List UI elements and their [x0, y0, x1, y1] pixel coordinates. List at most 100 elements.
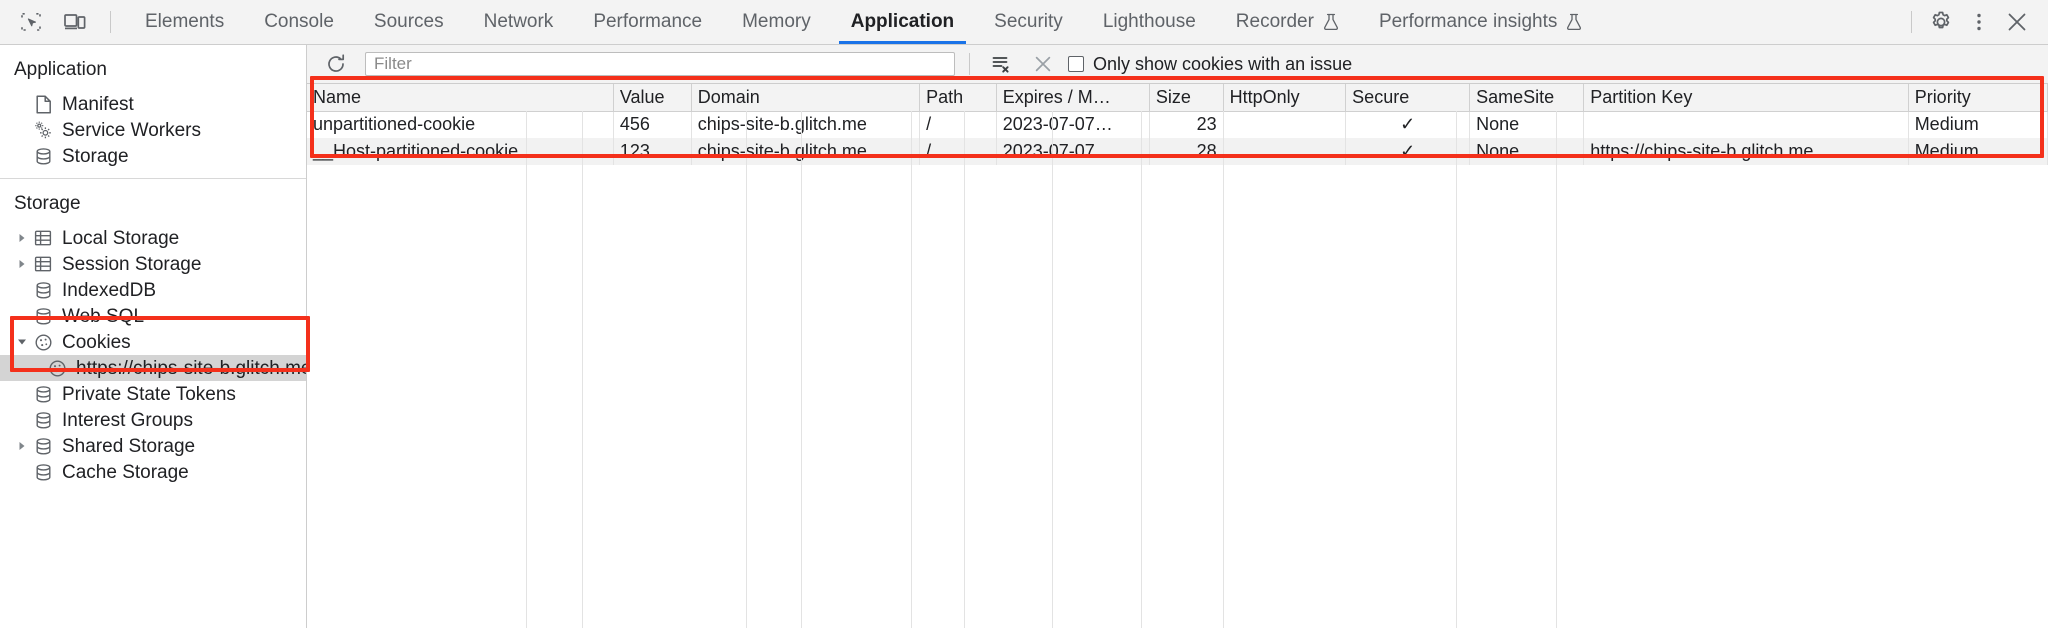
- sidebar-item-storage[interactable]: Storage: [0, 143, 306, 169]
- cookies-toolbar: Filter Only show cookies with an issue: [307, 45, 2048, 84]
- tab-performance-insights[interactable]: Performance insights: [1359, 0, 1602, 44]
- table-icon: [32, 229, 54, 247]
- tab-label: Lighthouse: [1102, 11, 1196, 32]
- cell-expires: 2023-07-07…: [996, 138, 1150, 165]
- chevron-down-icon[interactable]: [14, 338, 30, 347]
- cell-name: __Host-partitioned-cookie: [307, 138, 614, 165]
- column-header-size[interactable]: Size: [1149, 84, 1224, 112]
- tab-security[interactable]: Security: [974, 0, 1083, 44]
- cell-samesite: None: [1469, 138, 1585, 165]
- document-icon: [32, 95, 54, 114]
- cell-value: 123: [613, 138, 692, 165]
- sidebar-item-interest-groups[interactable]: Interest Groups: [0, 407, 306, 433]
- database-icon: [32, 281, 54, 300]
- tab-label: Security: [994, 11, 1063, 32]
- checkbox-label: Only show cookies with an issue: [1093, 53, 1353, 74]
- tab-lighthouse[interactable]: Lighthouse: [1083, 0, 1216, 44]
- column-header-path[interactable]: Path: [919, 84, 997, 112]
- column-header-priority[interactable]: Priority: [1908, 84, 2048, 112]
- tab-application[interactable]: Application: [831, 0, 974, 44]
- close-icon[interactable]: [2000, 5, 2034, 39]
- clear-all-cookies-icon[interactable]: [984, 47, 1018, 81]
- cell-name: unpartitioned-cookie: [307, 111, 614, 138]
- cell-partition-key: [1583, 111, 1909, 138]
- gear-icon[interactable]: [1924, 5, 1958, 39]
- chevron-right-icon[interactable]: [14, 233, 30, 243]
- table-header-row: Name Value Domain Path Expires / M… Size…: [307, 84, 2048, 112]
- sidebar-item-label: Storage: [62, 145, 129, 167]
- sidebar-item-label: https://chips-site-b.glitch.me: [76, 357, 307, 379]
- sidebar-section-title: Storage: [14, 193, 81, 214]
- sidebar-item-session-storage[interactable]: Session Storage: [0, 251, 306, 277]
- sidebar-item-label: Session Storage: [62, 253, 202, 275]
- column-header-expires[interactable]: Expires / M…: [996, 84, 1150, 112]
- tabbar-tools: [0, 0, 125, 44]
- sidebar-section-storage: Storage Local Storage Session Storage: [0, 178, 306, 494]
- sidebar-item-indexeddb[interactable]: IndexedDB: [0, 277, 306, 303]
- sidebar-item-label: Shared Storage: [62, 435, 196, 457]
- database-icon: [32, 437, 54, 456]
- database-icon: [32, 385, 54, 404]
- cell-domain: chips-site-b.glitch.me: [691, 138, 921, 165]
- tab-sources[interactable]: Sources: [354, 0, 464, 44]
- sidebar-item-private-state-tokens[interactable]: Private State Tokens: [0, 381, 306, 407]
- cell-samesite: None: [1469, 111, 1585, 138]
- column-header-partition-key[interactable]: Partition Key: [1583, 84, 1909, 112]
- tab-performance[interactable]: Performance: [573, 0, 722, 44]
- tab-recorder[interactable]: Recorder: [1216, 0, 1359, 44]
- sidebar-item-service-workers[interactable]: Service Workers: [0, 117, 306, 143]
- tab-elements[interactable]: Elements: [125, 0, 244, 44]
- sidebar-item-manifest[interactable]: Manifest: [0, 91, 306, 117]
- tab-console[interactable]: Console: [244, 0, 354, 44]
- cell-expires: 2023-07-07…: [996, 111, 1150, 138]
- sidebar-item-cookies[interactable]: Cookies: [0, 329, 306, 355]
- cell-size: 28: [1149, 138, 1224, 165]
- refresh-icon[interactable]: [319, 47, 353, 81]
- column-header-name[interactable]: Name: [307, 84, 614, 112]
- sidebar-item-cache-storage[interactable]: Cache Storage: [0, 459, 306, 485]
- device-toolbar-icon[interactable]: [58, 5, 92, 39]
- sidebar-item-label: Web SQL: [62, 305, 145, 327]
- tab-label: Recorder: [1235, 11, 1314, 32]
- devtools-tabbar: Elements Console Sources Network Perform…: [0, 0, 2048, 45]
- inspect-cursor-icon[interactable]: [14, 5, 48, 39]
- cell-secure: ✓: [1345, 111, 1471, 138]
- sidebar-item-cookie-origin[interactable]: https://chips-site-b.glitch.me: [0, 355, 306, 381]
- cookies-table: Name Value Domain Path Expires / M… Size…: [307, 84, 2048, 165]
- sidebar-item-web-sql[interactable]: Web SQL: [0, 303, 306, 329]
- chevron-right-icon[interactable]: [14, 441, 30, 451]
- clear-filter-icon[interactable]: [1026, 47, 1060, 81]
- chevron-right-icon[interactable]: [14, 259, 30, 269]
- experiment-flask-icon: [1566, 13, 1582, 31]
- sidebar-item-label: Cookies: [62, 331, 131, 353]
- cell-path: /: [919, 138, 997, 165]
- table-row[interactable]: unpartitioned-cookie 456 chips-site-b.gl…: [307, 111, 2048, 138]
- tab-label: Memory: [742, 11, 811, 32]
- database-icon: [32, 147, 54, 166]
- sidebar-item-label: Service Workers: [62, 119, 202, 141]
- table-row[interactable]: __Host-partitioned-cookie 123 chips-site…: [307, 138, 2048, 165]
- column-header-httponly[interactable]: HttpOnly: [1223, 84, 1347, 112]
- tabbar-divider-right: [1911, 11, 1912, 33]
- cell-priority: Medium: [1908, 138, 2048, 165]
- table-icon: [32, 255, 54, 273]
- only-show-issues-checkbox[interactable]: Only show cookies with an issue: [1068, 54, 1352, 75]
- checkbox-box[interactable]: [1068, 56, 1084, 72]
- gears-icon: [32, 120, 54, 140]
- column-header-samesite[interactable]: SameSite: [1469, 84, 1585, 112]
- tab-memory[interactable]: Memory: [722, 0, 831, 44]
- filter-input[interactable]: Filter: [365, 52, 955, 76]
- sidebar-section-application: Application Manifest: [0, 45, 306, 178]
- column-header-value[interactable]: Value: [613, 84, 692, 112]
- tab-label: Network: [483, 11, 554, 32]
- sidebar-item-label: IndexedDB: [62, 279, 157, 301]
- column-header-secure[interactable]: Secure: [1345, 84, 1471, 112]
- cookies-table-container: Name Value Domain Path Expires / M… Size…: [307, 84, 2048, 628]
- sidebar-section-title: Application: [14, 59, 107, 80]
- more-vertical-icon[interactable]: [1962, 5, 1996, 39]
- column-header-domain[interactable]: Domain: [691, 84, 921, 112]
- sidebar-item-local-storage[interactable]: Local Storage: [0, 225, 306, 251]
- toolbar-divider: [969, 53, 970, 75]
- sidebar-item-shared-storage[interactable]: Shared Storage: [0, 433, 306, 459]
- tab-network[interactable]: Network: [464, 0, 574, 44]
